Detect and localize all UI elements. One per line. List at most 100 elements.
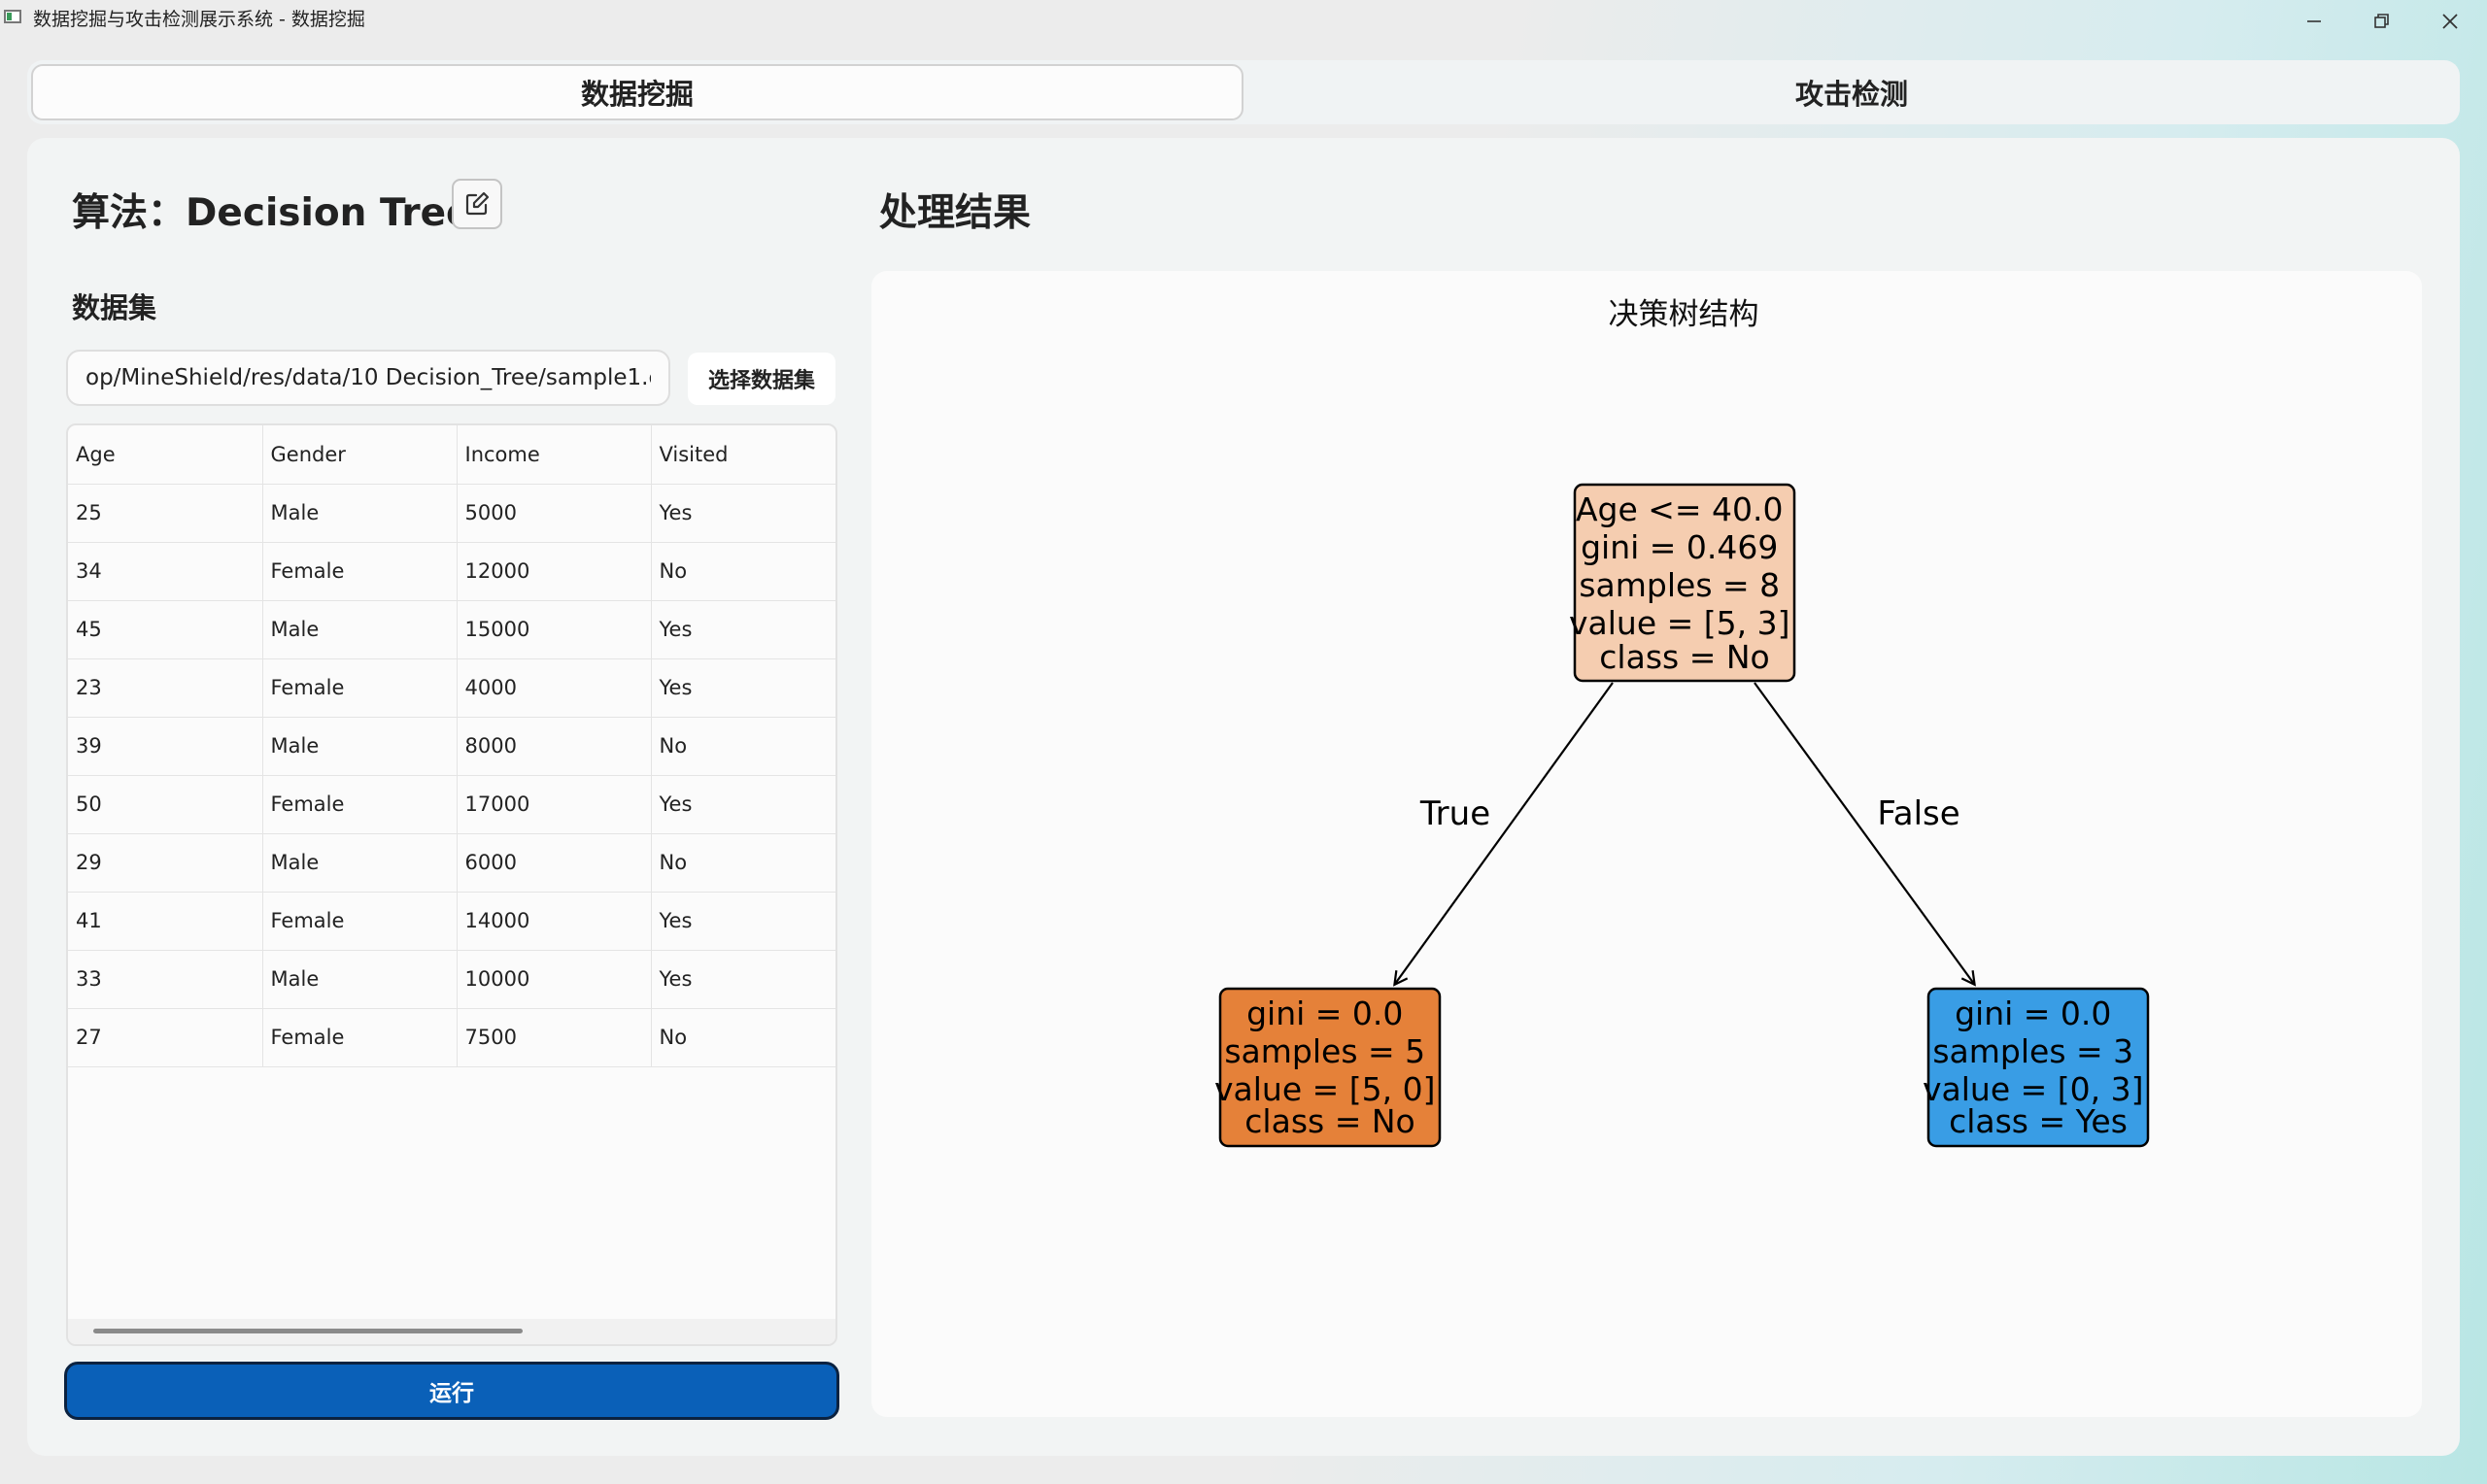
node-root-line: value = [5, 3] [1569, 604, 1790, 642]
svg-text:gini = 0.0 samples = 3: gini = 0.0 samples = 3 value = [0, 3] cl… [1923, 995, 2154, 1140]
scrollbar-thumb[interactable] [93, 1329, 523, 1333]
table-cell[interactable]: 29 [68, 833, 263, 893]
table-cell[interactable]: 6000 [457, 833, 652, 893]
column-header-gender[interactable]: Gender [262, 425, 458, 485]
edge-label-true: True [1419, 794, 1490, 833]
close-button[interactable] [2421, 2, 2479, 41]
algorithm-title: 算法：Decision Tree [72, 191, 472, 235]
tab-data-mining[interactable]: 数据挖掘 [31, 64, 1244, 120]
horizontal-scrollbar[interactable] [68, 1319, 835, 1344]
tree-node-left-leaf: gini = 0.0 samples = 5 value = [5, 0] cl… [1214, 987, 1446, 1148]
edge-true [1395, 682, 1614, 984]
app-icon [4, 10, 21, 23]
minimize-button[interactable] [2285, 2, 2343, 41]
table-cell[interactable]: Female [262, 1008, 458, 1067]
table-cell[interactable]: 15000 [457, 600, 652, 659]
table-cell[interactable]: No [651, 1008, 835, 1067]
node-root-line: class = No [1599, 638, 1769, 676]
svg-text:Age <= 40.0 gini = 0.4: Age <= 40.0 gini = 0.469 samples = 8 val… [1569, 490, 1800, 676]
table-cell[interactable]: 8000 [457, 717, 652, 776]
node-right-line: samples = 3 [1932, 1032, 2133, 1070]
table-cell[interactable]: 39 [68, 717, 263, 776]
table-cell[interactable]: 12000 [457, 542, 652, 601]
table-cell[interactable]: Yes [651, 950, 835, 1009]
node-right-line: gini = 0.0 [1955, 995, 2111, 1032]
table-cell[interactable]: 4000 [457, 658, 652, 718]
main-tabbar: 数据挖掘 攻击检测 [27, 60, 2460, 124]
dataset-path-input[interactable] [66, 350, 670, 406]
column-header-age[interactable]: Age [68, 425, 263, 485]
window-titlebar: 数据挖掘与攻击检测展示系统 - 数据挖掘 [0, 0, 2487, 43]
table-cell[interactable]: 23 [68, 658, 263, 718]
table-cell[interactable]: Female [262, 658, 458, 718]
table-cell[interactable]: 5000 [457, 484, 652, 543]
table-cell[interactable]: 33 [68, 950, 263, 1009]
table-cell[interactable]: 45 [68, 600, 263, 659]
table-cell[interactable]: 25 [68, 484, 263, 543]
node-left-line: samples = 5 [1224, 1032, 1425, 1070]
table-cell[interactable]: 41 [68, 892, 263, 951]
column-header-income[interactable]: Income [457, 425, 652, 485]
table-cell[interactable]: Female [262, 892, 458, 951]
run-button[interactable]: 运行 [64, 1362, 839, 1420]
choose-dataset-button[interactable]: 选择数据集 [688, 353, 835, 405]
column-header-visited[interactable]: Visited [651, 425, 835, 485]
node-left-line: gini = 0.0 [1246, 995, 1403, 1032]
table-cell[interactable]: Male [262, 484, 458, 543]
result-title: 处理结果 [879, 191, 1032, 235]
table-cell[interactable]: Female [262, 775, 458, 834]
table-cell[interactable]: 10000 [457, 950, 652, 1009]
table-cell[interactable]: Yes [651, 484, 835, 543]
tab-attack-detection[interactable]: 攻击检测 [1794, 78, 1908, 111]
table-cell[interactable]: Female [262, 542, 458, 601]
table-cell[interactable]: No [651, 833, 835, 893]
close-icon [2442, 14, 2458, 29]
table-cell[interactable]: No [651, 542, 835, 601]
table-cell[interactable]: Male [262, 600, 458, 659]
decision-tree-chart: 决策树结构 True False Age <= 40.0 gini = 0.46… [1214, 297, 2154, 1148]
node-left-line: class = No [1244, 1102, 1414, 1140]
tree-node-root: Age <= 40.0 gini = 0.469 samples = 8 val… [1569, 483, 1800, 683]
node-root-line: samples = 8 [1579, 566, 1780, 604]
table-cell[interactable]: Yes [651, 892, 835, 951]
table-cell[interactable]: Male [262, 833, 458, 893]
tree-chart-card: 决策树结构 True False Age <= 40.0 gini = 0.46… [871, 271, 2422, 1417]
window-title: 数据挖掘与攻击检测展示系统 - 数据挖掘 [33, 9, 365, 30]
node-right-line: value = [0, 3] [1923, 1070, 2144, 1108]
table-cell[interactable]: Male [262, 950, 458, 1009]
dataset-label: 数据集 [72, 291, 157, 324]
restore-icon [2374, 14, 2389, 28]
table-cell[interactable]: 14000 [457, 892, 652, 951]
edit-icon [465, 191, 490, 216]
table-cell[interactable]: 7500 [457, 1008, 652, 1067]
table-cell[interactable]: 27 [68, 1008, 263, 1067]
node-left-line: value = [5, 0] [1214, 1070, 1436, 1108]
minimize-icon [2307, 20, 2321, 22]
table-header-row: Age Gender Income Visited [68, 425, 835, 485]
table-cell[interactable]: Yes [651, 775, 835, 834]
table-cell[interactable]: 50 [68, 775, 263, 834]
tree-node-right-leaf: gini = 0.0 samples = 3 value = [0, 3] cl… [1923, 987, 2154, 1148]
table-cell[interactable]: 17000 [457, 775, 652, 834]
table-cell[interactable]: Male [262, 717, 458, 776]
edit-algorithm-button[interactable] [452, 179, 502, 229]
restore-button[interactable] [2353, 2, 2411, 41]
table-cell[interactable]: Yes [651, 658, 835, 718]
table-cell[interactable]: Yes [651, 600, 835, 659]
edge-false [1754, 682, 1974, 984]
node-root-line: gini = 0.469 [1581, 528, 1778, 566]
svg-text:gini = 0.0 samples = 5: gini = 0.0 samples = 5 value = [5, 0] cl… [1214, 995, 1446, 1140]
table-cell[interactable]: No [651, 717, 835, 776]
table-cell[interactable]: 34 [68, 542, 263, 601]
